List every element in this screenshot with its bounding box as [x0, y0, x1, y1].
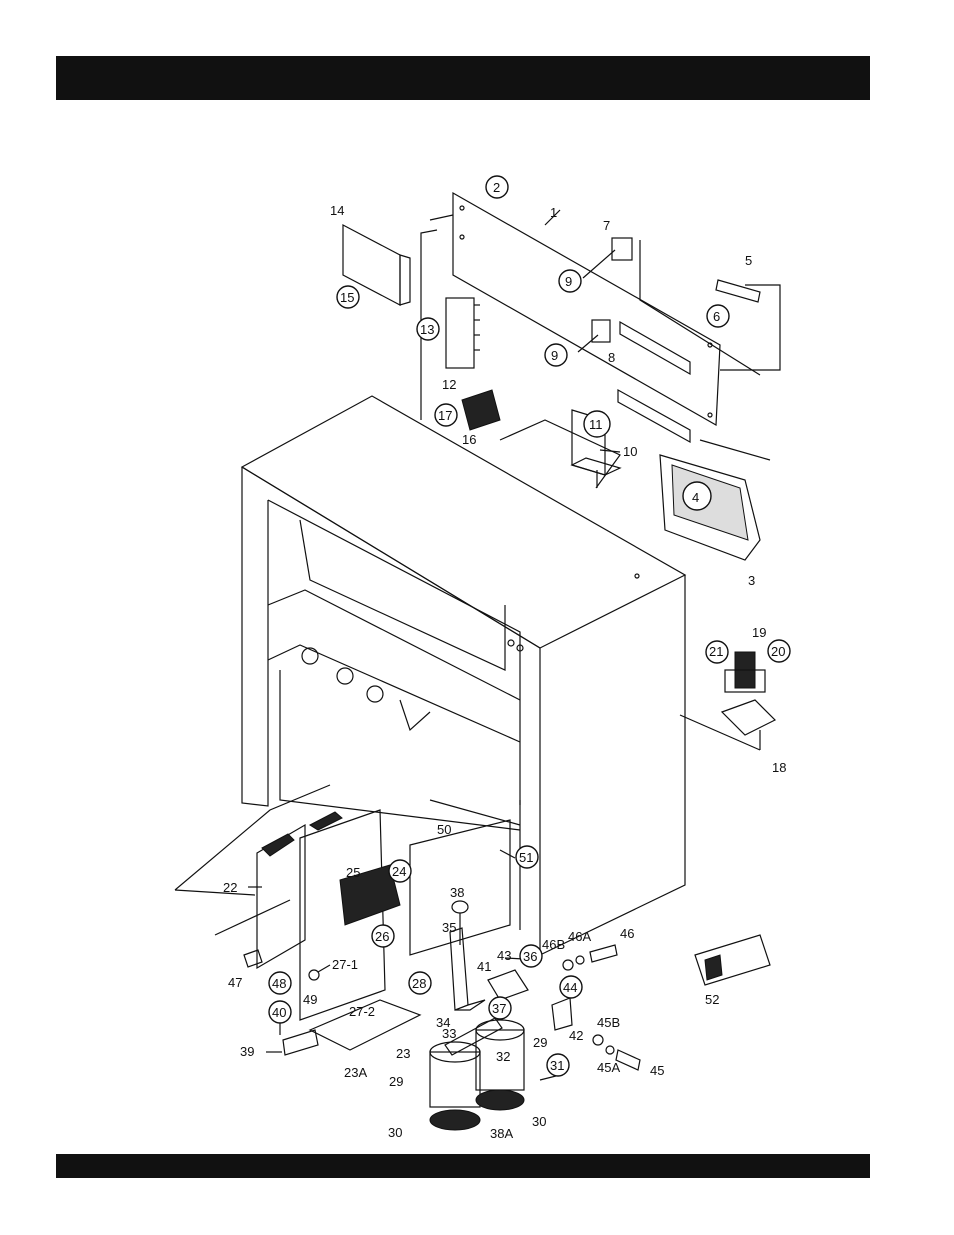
label-18: 18 [772, 760, 786, 775]
label-36: 36 [523, 949, 537, 964]
label-52: 52 [705, 992, 719, 1007]
bolt-part-49 [309, 965, 330, 980]
capacitor-part-29-left [430, 1042, 480, 1130]
label-29a: 29 [389, 1074, 403, 1089]
label-34: 34 [436, 1015, 450, 1030]
label-13: 13 [420, 322, 434, 337]
fuse-part-39 [283, 1030, 318, 1055]
label-29b: 29 [533, 1035, 547, 1050]
label-39: 39 [240, 1044, 254, 1059]
leader-lines-bottom [175, 785, 562, 1080]
label-2: 2 [493, 180, 500, 195]
label-45: 45 [650, 1063, 664, 1078]
label-44: 44 [563, 980, 577, 995]
bolt-part-46 [563, 945, 617, 970]
label-26: 26 [375, 929, 389, 944]
label-8: 8 [608, 350, 615, 365]
label-5: 5 [745, 253, 752, 268]
label-27-1: 27-1 [332, 957, 358, 972]
label-48: 48 [272, 976, 286, 991]
meter-frame-part-3 [660, 455, 760, 560]
label-30a: 30 [388, 1125, 402, 1140]
label-12: 12 [442, 377, 456, 392]
label-24: 24 [392, 864, 406, 879]
label-16: 16 [462, 432, 476, 447]
label-46b: 46B [542, 937, 565, 952]
label-45b: 45B [597, 1015, 620, 1030]
terminal-block-part-12 [446, 298, 480, 368]
label-20: 20 [771, 644, 785, 659]
capacitor-part-29-right [476, 1020, 524, 1110]
label-35: 35 [442, 920, 456, 935]
label-21: 21 [709, 644, 723, 659]
label-11: 11 [589, 417, 603, 432]
label-28: 28 [412, 976, 426, 991]
label-10: 10 [623, 444, 637, 459]
label-23: 23 [396, 1046, 410, 1061]
handle-upper [620, 322, 690, 374]
label-45a: 45A [597, 1060, 620, 1075]
label-43: 43 [497, 948, 511, 963]
label-30b: 30 [532, 1114, 546, 1129]
label-23a: 23A [344, 1065, 367, 1080]
switch-part-52 [695, 935, 770, 985]
relay-part-19 [725, 652, 765, 692]
label-37: 37 [492, 1001, 506, 1016]
label-41: 41 [477, 959, 491, 974]
label-1: 1 [550, 205, 557, 220]
label-46a: 46A [568, 929, 591, 944]
handle-lower [618, 390, 690, 442]
relay-part-16 [462, 390, 500, 430]
label-38a: 38A [490, 1126, 513, 1141]
switch-part-7 [612, 238, 632, 260]
switch-part-8 [592, 320, 610, 342]
label-17: 17 [438, 408, 452, 423]
fuse-holder-part-5 [716, 280, 760, 302]
clip-part-47 [244, 950, 262, 967]
label-7: 7 [603, 218, 610, 233]
block-part-44 [552, 998, 572, 1030]
label-25: 25 [346, 865, 360, 880]
bracket-part-43 [488, 970, 528, 1000]
label-4: 4 [692, 490, 699, 505]
callout-circles [269, 176, 790, 1076]
cabinet-enclosure [242, 396, 685, 955]
label-15: 15 [340, 290, 354, 305]
label-3: 3 [748, 573, 755, 588]
label-32: 32 [496, 1049, 510, 1064]
label-42: 42 [569, 1028, 583, 1043]
label-22: 22 [223, 880, 237, 895]
label-27-2: 27-2 [349, 1004, 375, 1019]
label-49: 49 [303, 992, 317, 1007]
label-38: 38 [450, 885, 464, 900]
label-9a: 9 [565, 274, 572, 289]
label-47: 47 [228, 975, 242, 990]
label-6: 6 [713, 309, 720, 324]
label-46: 46 [620, 926, 634, 941]
relay-bracket-part-18 [680, 700, 775, 750]
label-19: 19 [752, 625, 766, 640]
label-51: 51 [519, 850, 533, 865]
label-14: 14 [330, 203, 344, 218]
label-9b: 9 [551, 348, 558, 363]
label-40: 40 [272, 1005, 286, 1020]
label-50: 50 [437, 822, 451, 837]
control-panel [453, 193, 720, 425]
label-31: 31 [550, 1058, 564, 1073]
